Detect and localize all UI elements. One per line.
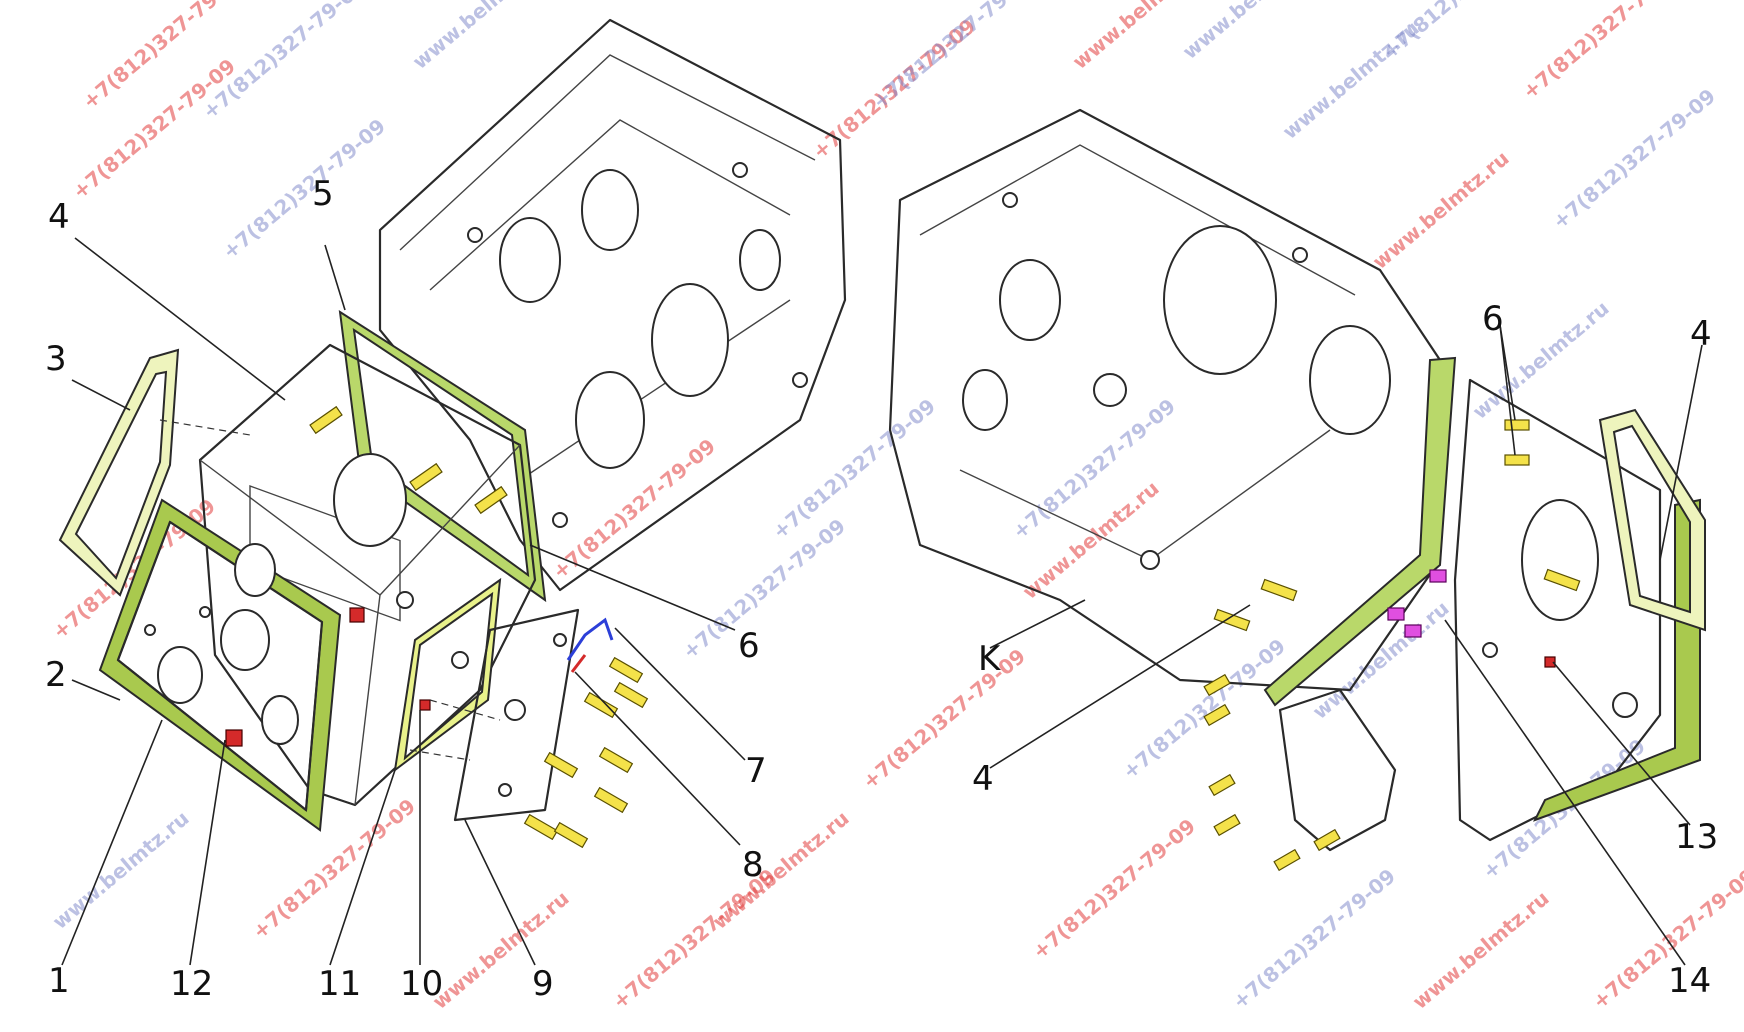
watermark-phone: +7(812)327-79-09: [868, 0, 1040, 114]
watermark-site: www.belmtz.ru: [1018, 476, 1164, 604]
bolt: [1273, 848, 1301, 872]
plug-12: [225, 729, 243, 747]
bolt: [1213, 813, 1241, 837]
bolt-magenta: [1429, 569, 1447, 583]
right-assembly: [888, 108, 1706, 872]
cover-right: [1278, 688, 1397, 852]
bolt: [1208, 773, 1236, 797]
callout-10: 10: [400, 964, 443, 1004]
bolt: [1260, 578, 1298, 602]
bolt: [309, 405, 343, 435]
plug-13: [1544, 656, 1556, 668]
bolt: [583, 691, 619, 719]
bolt: [553, 821, 589, 849]
callout-right-6: 6: [1482, 299, 1504, 339]
assembly-line: [159, 419, 251, 436]
front-plate-1: [116, 520, 324, 812]
wire-marker: [570, 654, 587, 673]
watermark-phone: +7(812)327-79-09: [68, 54, 240, 204]
watermark-site: www.belmtz.ru: [1178, 0, 1324, 64]
gasket-5: [338, 310, 547, 603]
watermark-site: www.belmtz.ru: [1278, 16, 1424, 144]
bolt: [1213, 608, 1251, 632]
sensor-wire: [566, 617, 614, 661]
callout-6: 6: [738, 626, 760, 666]
callout-14: 14: [1668, 961, 1711, 1001]
watermark-phone: +7(812)327-79-09: [218, 114, 390, 264]
assembly-line: [429, 699, 501, 721]
left-bolts: [309, 405, 649, 849]
watermark-site: www.belmtz.ru: [708, 806, 854, 934]
bolt-magenta: [1387, 607, 1405, 621]
bolt: [1543, 568, 1581, 592]
watermark-phone: +7(812)327-79-09: [1228, 864, 1400, 1014]
callout-13: 13: [1675, 817, 1718, 857]
callout-K: K: [978, 639, 1002, 679]
gasket-11: [393, 577, 502, 773]
bolt: [523, 813, 559, 841]
watermark-phone: +7(812)327-79-09: [1518, 0, 1690, 104]
bolt: [543, 751, 579, 779]
bolt: [474, 485, 508, 515]
gasket-right-rear: [1532, 498, 1701, 822]
callout-2: 2: [45, 655, 67, 695]
bolt: [1504, 454, 1530, 466]
callout-5: 5: [312, 174, 334, 214]
watermark-site: www.belmtz.ru: [408, 0, 554, 74]
left-main-housing: [378, 18, 847, 592]
watermark-phone: +7(812)327-79-09: [248, 794, 420, 944]
watermark-site: www.belmtz.ru: [1368, 146, 1514, 274]
callout-right-4-upper: 4: [1690, 314, 1712, 354]
bolt: [1504, 419, 1530, 431]
callout-8: 8: [742, 845, 764, 885]
watermark-site: www.belmtz.ru: [48, 806, 194, 934]
bolt: [1313, 828, 1341, 852]
callout-4: 4: [48, 197, 70, 237]
bolt: [409, 462, 443, 492]
watermark-site: www.belmtz.ru: [1408, 886, 1554, 1014]
bolt-magenta: [1404, 624, 1422, 638]
callout-right-4-lower: 4: [972, 759, 994, 799]
bolt: [1203, 673, 1231, 697]
callout-labels: 1 2 3 4 5 6 7 8 9 10 11 12 4 4 6 13 14 K: [45, 174, 1718, 1004]
plug: [349, 607, 365, 623]
watermark-phone: +7(812)327-79-09: [1028, 814, 1200, 964]
assembly-line: [409, 749, 471, 761]
gasket-right-small: [1598, 408, 1706, 632]
callout-11: 11: [318, 964, 361, 1004]
leader-lines: [61, 237, 1703, 966]
plug: [419, 699, 431, 711]
callout-9: 9: [532, 964, 554, 1004]
watermark-layer: +7(812)327-79-09 +7(812)327-79-09 www.be…: [48, 0, 1744, 1014]
watermark-phone: +7(812)327-79-09: [548, 434, 720, 584]
right-bolts: [1203, 419, 1581, 872]
gasket-right-mid: [1263, 356, 1457, 707]
watermark-phone: +7(812)327-79-09: [678, 514, 850, 664]
right-main-housing: [888, 108, 1442, 692]
bolt: [598, 746, 634, 774]
callout-7: 7: [745, 751, 767, 791]
bolt: [1203, 703, 1231, 727]
cover-9: [453, 608, 580, 822]
bolt: [593, 786, 629, 814]
bolt: [613, 681, 649, 709]
callout-3: 3: [45, 339, 67, 379]
watermark-phone: +7(812)327-79-09: [858, 644, 1030, 794]
callout-1: 1: [48, 961, 70, 1001]
left-assembly: [58, 18, 847, 849]
gasket-3: [58, 348, 180, 597]
callout-12: 12: [170, 964, 213, 1004]
watermark-phone: +7(812)327-79-09: [1548, 84, 1720, 234]
bolt: [608, 656, 644, 684]
